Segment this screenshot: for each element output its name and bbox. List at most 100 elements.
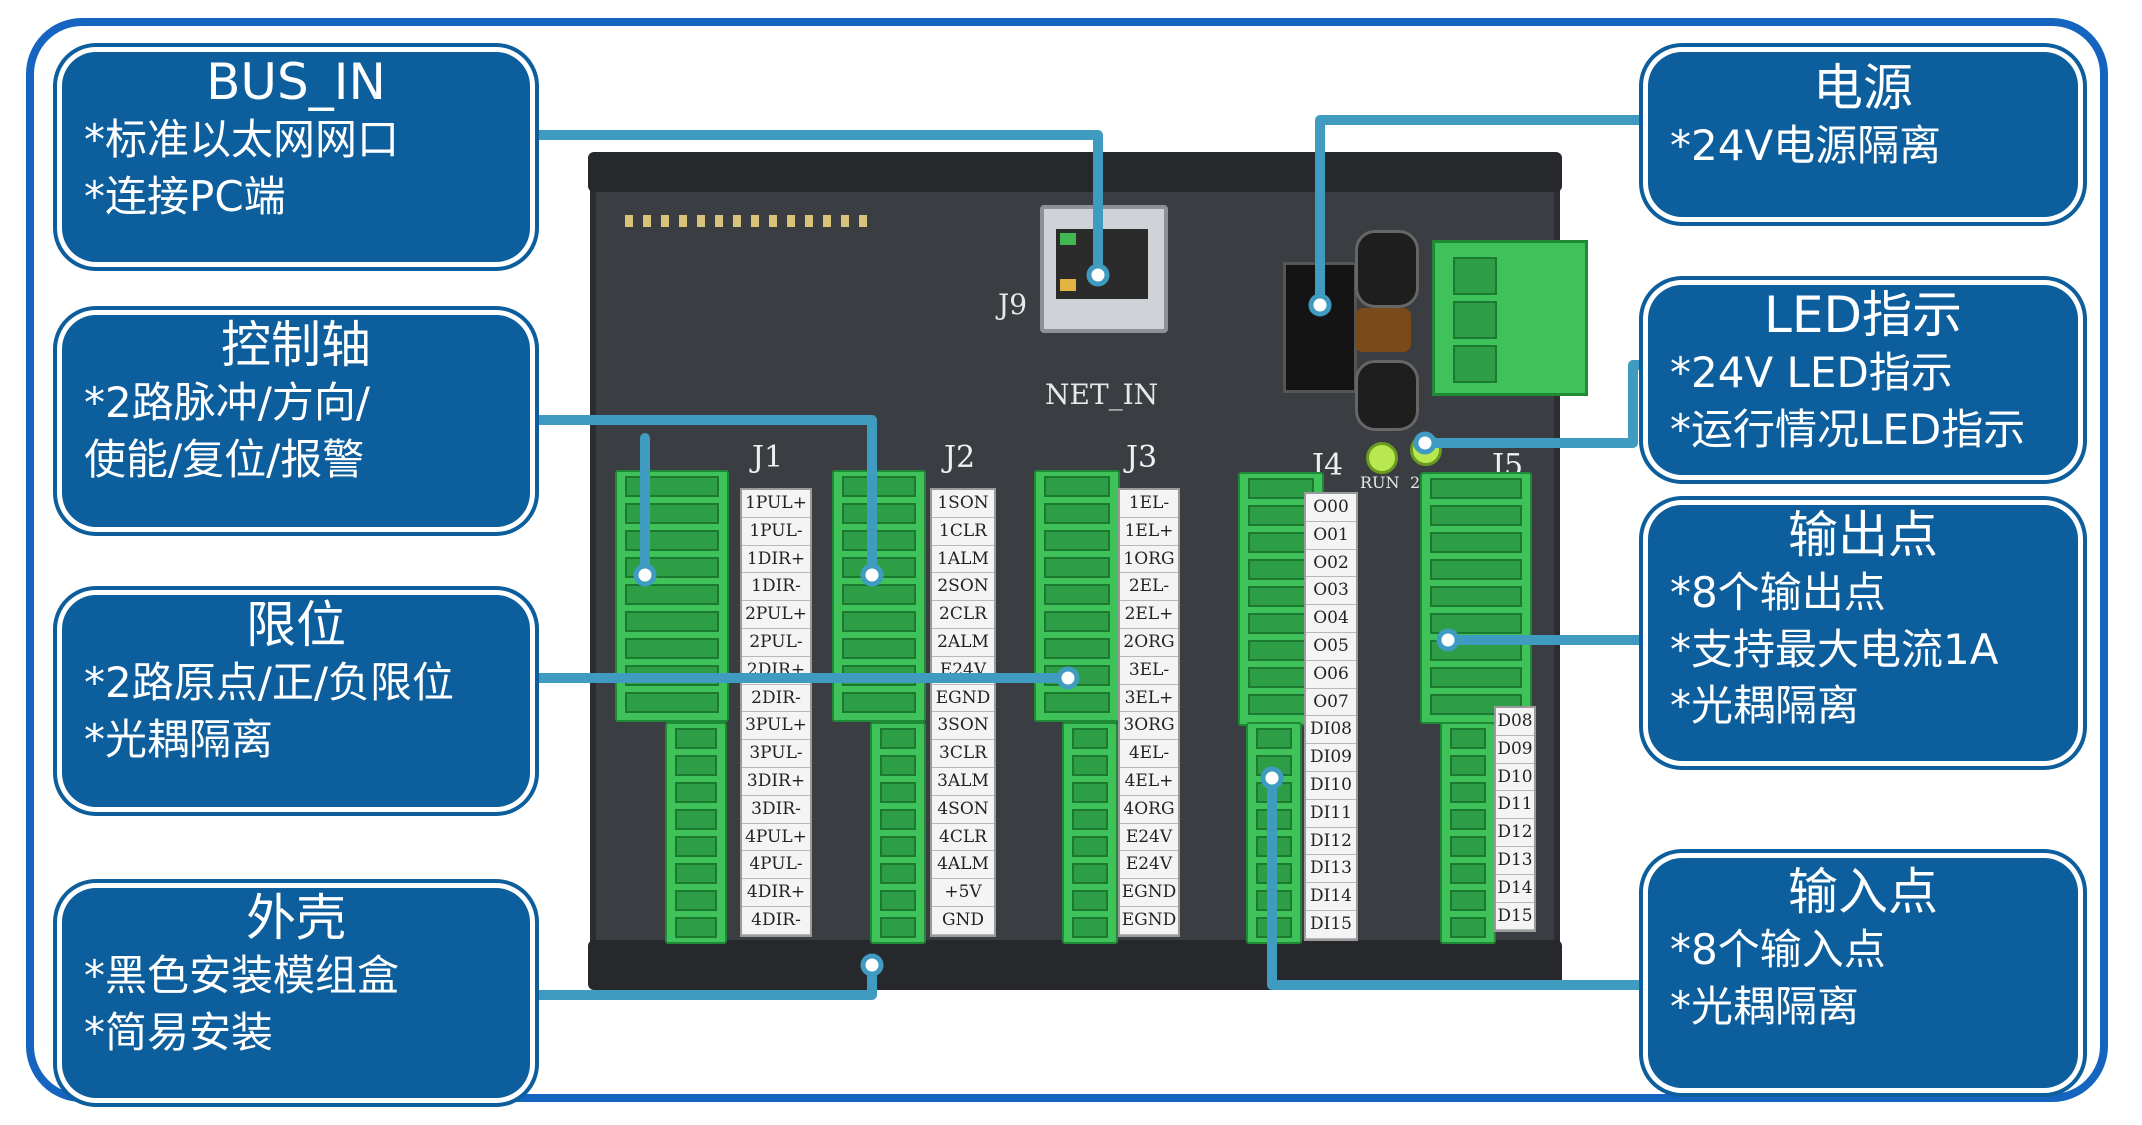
terminal-cell: [675, 917, 717, 938]
net-in-label: NET_IN: [1045, 378, 1159, 411]
j1-pin-3: 1DIR-: [742, 573, 810, 602]
j1-pin-4: 2PUL+: [742, 601, 810, 629]
j9-label: J9: [998, 288, 1028, 321]
capacitor-2: [1355, 360, 1419, 431]
j1-pin-7: 2DIR-: [742, 685, 810, 713]
callout-shell-line-1: *黑色安装模组盒: [84, 951, 400, 1000]
callout-led-line-2: *运行情况LED指示: [1670, 404, 2026, 454]
terminal-cell: [1256, 755, 1292, 776]
terminal-j1-lower: [665, 722, 727, 944]
terminal-cell: [1450, 809, 1486, 830]
terminal-j2-upper: [832, 470, 926, 722]
terminal-j1-upper: [615, 470, 729, 722]
j3-pin-11: 4ORG: [1120, 796, 1178, 824]
j3-pin-6: 3EL-: [1120, 657, 1178, 685]
run-led: [1366, 442, 1398, 474]
j2-pin-8: 3SON: [932, 712, 994, 741]
j2-pin-3: 2SON: [932, 573, 994, 602]
board-bottom-rail: [588, 940, 1562, 990]
callout-axis: 控制轴 *2路脉冲/方向/ 使能/复位/报警: [62, 315, 530, 527]
terminal-cell: [1072, 890, 1108, 911]
j5-pin-0: D08: [1496, 708, 1534, 736]
j1-pin-12: 4PUL+: [742, 824, 810, 852]
j4-pin-11: DI11: [1306, 800, 1356, 828]
callout-limit-title: 限位: [246, 596, 346, 654]
power-terminal: [1432, 240, 1588, 396]
terminal-cell: [1044, 584, 1110, 605]
terminal-cell: [880, 836, 916, 857]
terminal-cell: [1044, 611, 1110, 632]
terminal-cell: [1430, 559, 1522, 580]
terminal-cell: [1044, 530, 1110, 551]
callout-power-line-1: *24V电源隔离: [1670, 121, 1942, 170]
j4-pin-10: DI10: [1306, 772, 1356, 800]
j3-pin-15: EGND: [1120, 907, 1178, 935]
j5-pin-7: D15: [1496, 903, 1534, 931]
j4-pin-7: O07: [1306, 689, 1356, 717]
j5-pin-6: D14: [1496, 875, 1534, 903]
inductor: [1355, 308, 1411, 352]
j3-pin-12: E24V: [1120, 824, 1178, 852]
terminal-cell: [1072, 728, 1108, 749]
callout-limit-line-2: *光耦隔离: [84, 714, 274, 764]
terminal-cell: [842, 665, 916, 686]
connector-j2-label: J2: [944, 440, 976, 475]
power-24v-led: [1410, 434, 1442, 466]
terminal-cell: [1430, 505, 1522, 526]
j1-pin-labels: 1PUL+1PUL-1DIR+1DIR-2PUL+2PUL-2DIR+2DIR-…: [740, 488, 812, 937]
terminal-cell: [880, 890, 916, 911]
callout-limit: 限位 *2路原点/正/负限位 *光耦隔离: [62, 595, 530, 807]
board-top-rail: [588, 152, 1562, 192]
terminal-cell: [675, 728, 717, 749]
terminal-cell: [1044, 692, 1110, 713]
j1-pin-1: 1PUL-: [742, 518, 810, 546]
connector-j3-label: J3: [1126, 440, 1158, 475]
callout-output: 输出点 *8个输出点 *支持最大电流1A *光耦隔离: [1648, 505, 2078, 761]
callout-shell-title: 外壳: [246, 889, 346, 947]
terminal-cell: [1072, 863, 1108, 884]
terminal-j5-lower: [1440, 722, 1496, 944]
callout-axis-line-2: 使能/复位/报警: [84, 434, 365, 484]
terminal-cell: [625, 584, 719, 605]
terminal-cell: [1450, 863, 1486, 884]
callout-bus-in: BUS_IN *标准以太网网口 *连接PC端: [62, 52, 530, 262]
terminal-cell: [675, 809, 717, 830]
callout-power: 电源 *24V电源隔离: [1648, 52, 2078, 217]
terminal-cell: [842, 638, 916, 659]
terminal-cell: [625, 611, 719, 632]
header-pins: [625, 215, 875, 227]
j4-pin-13: DI13: [1306, 855, 1356, 884]
j5-pin-4: D12: [1496, 819, 1534, 847]
terminal-cell: [675, 755, 717, 776]
j1-pin-15: 4DIR-: [742, 907, 810, 935]
terminal-cell: [625, 665, 719, 686]
j1-pin-10: 3DIR+: [742, 768, 810, 796]
j4-pin-14: DI14: [1306, 883, 1356, 911]
callout-led-line-1: *24V LED指示: [1670, 348, 1953, 397]
callout-axis-title: 控制轴: [221, 316, 371, 374]
terminal-cell: [1072, 809, 1108, 830]
terminal-cell: [1430, 667, 1522, 688]
terminal-cell: [1450, 782, 1486, 803]
callout-output-line-1: *8个输出点: [1670, 568, 1886, 617]
ethernet-port: [1040, 205, 1168, 333]
terminal-j2-lower: [870, 722, 926, 944]
j4-pin-6: O06: [1306, 661, 1356, 689]
callout-limit-line-1: *2路原点/正/负限位: [84, 658, 455, 707]
callout-output-title: 输出点: [1788, 506, 1938, 564]
callout-bus-in-line-2: *连接PC端: [84, 171, 286, 221]
j2-pin-14: +5V: [932, 879, 994, 907]
terminal-cell: [880, 917, 916, 938]
terminal-cell: [1256, 890, 1292, 911]
callout-power-title: 电源: [1813, 59, 1913, 117]
terminal-cell: [1450, 917, 1486, 938]
terminal-cell: [880, 863, 916, 884]
j3-pin-14: EGND: [1120, 879, 1178, 907]
j3-pin-2: 1ORG: [1120, 546, 1178, 574]
j2-pin-4: 2CLR: [932, 601, 994, 629]
terminal-cell: [842, 476, 916, 497]
callout-bus-in-title: BUS_IN: [206, 53, 386, 111]
terminal-cell: [1256, 917, 1292, 938]
